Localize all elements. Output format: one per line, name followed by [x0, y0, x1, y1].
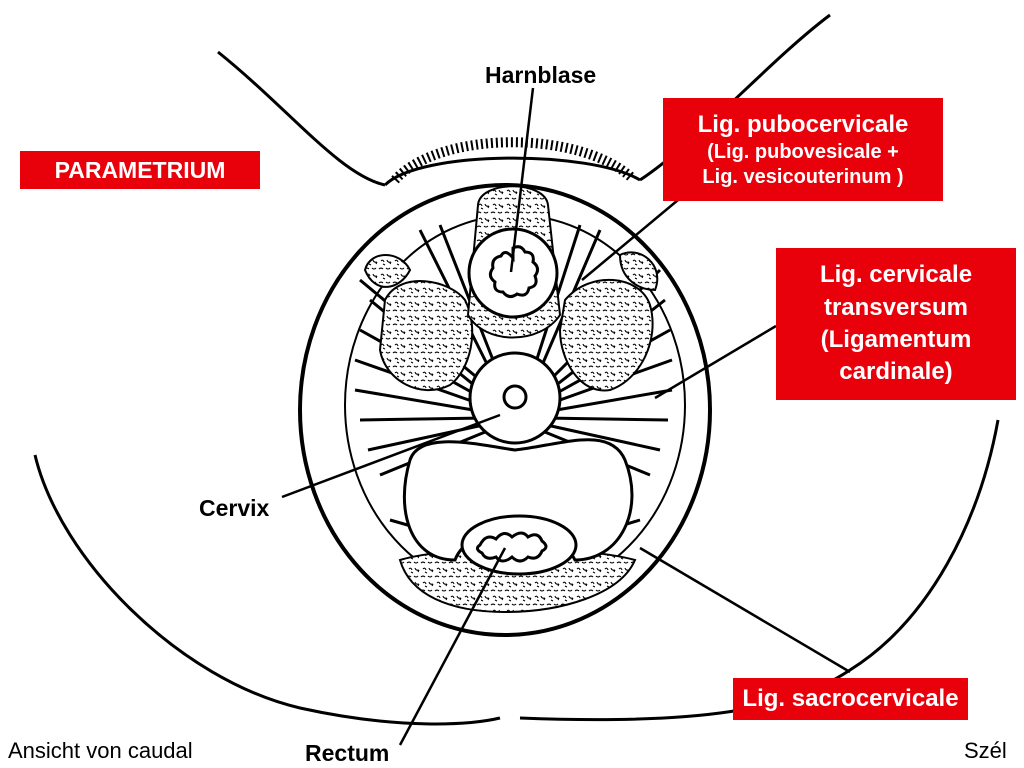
author-credit: Szél	[964, 738, 1007, 763]
parametrium-title: PARAMETRIUM	[54, 156, 226, 183]
pubocervicale-line2: (Lig. pubovesicale +	[707, 140, 899, 163]
sacrocervicale-box: Lig. sacrocervicale	[733, 678, 968, 720]
cervix-leader	[281, 413, 501, 499]
cardinale-leader	[654, 324, 777, 400]
rectum-label: Rectum	[305, 740, 390, 766]
pubocervicale-leader	[581, 199, 679, 281]
sacrocervicale-line1: Lig. sacrocervicale	[742, 685, 959, 712]
cervicale-transversum-box: Lig. cervicale transversum (Ligamentum c…	[776, 248, 1016, 400]
cervicale-transversum-line3: (Ligamentum	[820, 326, 972, 353]
right-buttock-contour	[519, 419, 1000, 722]
pubocervicale-box: Lig. pubocervicale (Lig. pubovesicale + …	[663, 98, 943, 201]
upper-left-skin-contour	[217, 50, 386, 187]
left-buttock-contour	[33, 454, 501, 726]
cervicale-transversum-line4: cardinale)	[839, 358, 953, 386]
parametrium-title-box: PARAMETRIUM	[20, 151, 260, 189]
bladder-lumen	[488, 245, 540, 299]
rectum-leader	[398, 547, 507, 746]
right-fat-pad	[558, 278, 654, 392]
right-upper-fat	[618, 251, 659, 292]
cervix-os	[502, 384, 528, 410]
vulva-contour	[383, 156, 641, 187]
left-fat-pad	[378, 280, 474, 391]
harnblase-label: Harnblase	[485, 62, 597, 88]
cervicale-transversum-line1: Lig. cervicale	[819, 261, 973, 289]
rectum-lumen	[475, 531, 548, 563]
harnblase-leader	[509, 87, 535, 273]
left-upper-fat	[363, 254, 412, 288]
cervicale-transversum-line2: transversum	[823, 293, 969, 321]
pubic-hair	[391, 137, 636, 184]
sacrocervicale-leader	[639, 546, 851, 674]
pubocervicale-line3: Lig. vesicouterinum )	[702, 165, 904, 188]
cervix-label: Cervix	[199, 495, 270, 521]
pubocervicale-line1: Lig. pubocervicale	[697, 110, 909, 138]
view-note: Ansicht von caudal	[8, 738, 193, 763]
posterior-space	[402, 438, 634, 562]
